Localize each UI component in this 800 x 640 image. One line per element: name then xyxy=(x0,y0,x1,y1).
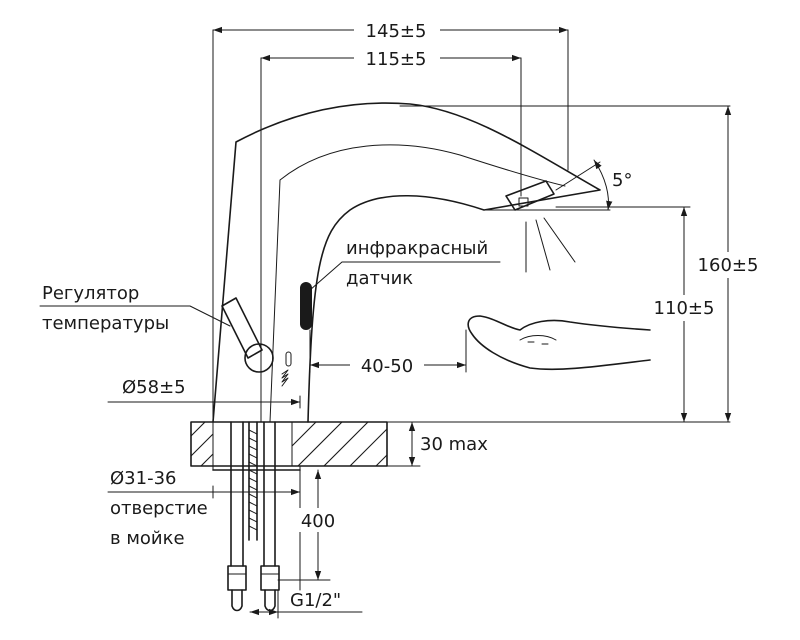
regulator-label-line2: температуры xyxy=(42,313,169,334)
dim-base-diameter-label: Ø58±5 xyxy=(122,377,186,398)
dim-counter-thickness-label: 30 max xyxy=(420,434,488,455)
hole-label-line2: отверстие xyxy=(110,498,208,519)
dim-angle: 5° xyxy=(555,159,632,211)
hole-label-line1: Ø31-36 xyxy=(110,468,176,489)
dim-hand-distance-label: 40-50 xyxy=(361,356,413,377)
hand-illustration xyxy=(467,315,651,371)
callout-temperature-regulator: Регулятор температуры xyxy=(39,283,231,334)
spout-outlet xyxy=(505,180,555,211)
dim-hose-length-label: 400 xyxy=(301,511,335,532)
callout-infrared-sensor: инфракрасный датчик xyxy=(309,238,501,291)
extension-lines xyxy=(212,29,731,591)
dim-outlet-height: 110±5 xyxy=(642,206,726,423)
temperature-regulator xyxy=(221,297,292,387)
sensor-label-line1: инфракрасный xyxy=(346,238,488,259)
dim-thread: G1/2" xyxy=(249,589,363,619)
dim-total-width: 145±5 xyxy=(212,18,569,42)
dim-hand-distance: 40-50 xyxy=(309,329,467,377)
water-stream xyxy=(525,217,576,273)
dim-counter-thickness: 30 max xyxy=(408,421,488,467)
dim-total-height-label: 160±5 xyxy=(698,255,759,276)
countertop-hatching-left xyxy=(191,422,213,466)
dim-hole-diameter: Ø31-36 отверстие в мойке xyxy=(107,468,301,549)
dim-base-diameter: Ø58±5 xyxy=(107,377,301,409)
dim-total-height: 160±5 xyxy=(688,105,768,423)
regulator-label-line1: Регулятор xyxy=(42,283,139,304)
dim-total-width-label: 145±5 xyxy=(366,21,427,42)
dim-spout-width-label: 115±5 xyxy=(366,49,427,70)
hole-label-line3: в мойке xyxy=(110,528,185,549)
countertop xyxy=(190,421,388,467)
dim-spout-width: 115±5 xyxy=(260,46,522,70)
dim-hose-length: 400 xyxy=(296,469,340,581)
dim-angle-label: 5° xyxy=(612,170,632,191)
dim-thread-label: G1/2" xyxy=(290,590,341,611)
sensor-label-line2: датчик xyxy=(346,268,413,289)
supply-hoses xyxy=(227,421,280,612)
dim-outlet-height-label: 110±5 xyxy=(654,298,715,319)
countertop-hatching-right xyxy=(292,422,387,466)
infrared-sensor-window xyxy=(300,282,312,330)
